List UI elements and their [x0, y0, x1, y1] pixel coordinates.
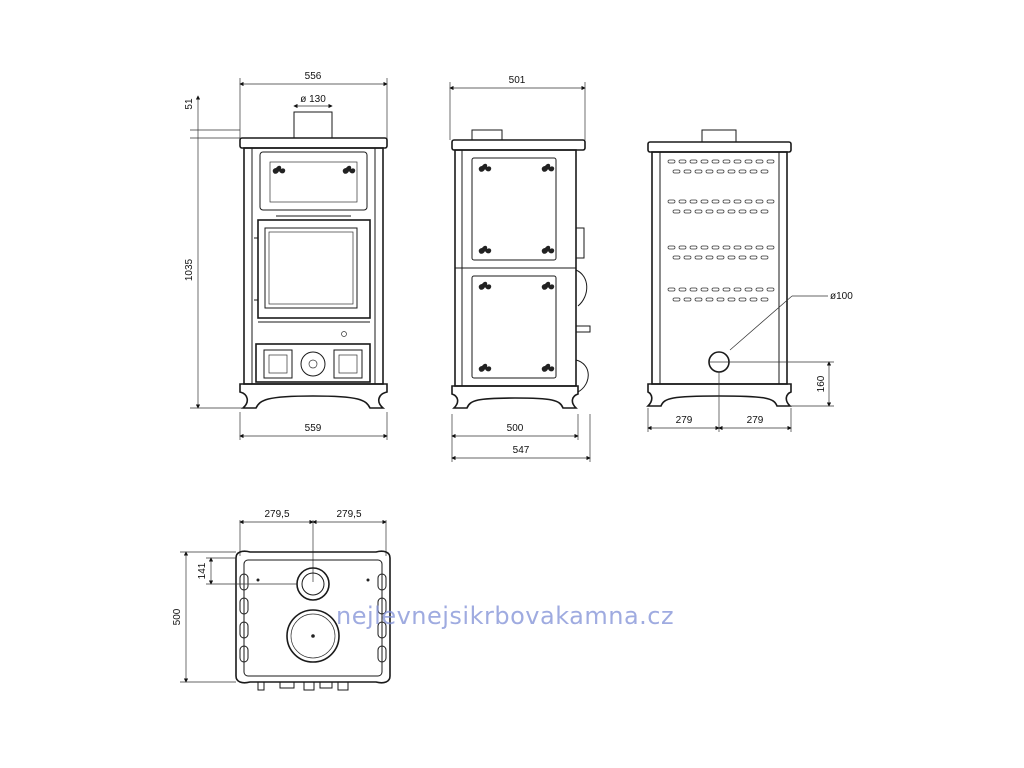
vent-slot: [766, 245, 775, 250]
vent-slot: [760, 297, 769, 302]
vent-slot: [716, 255, 725, 260]
vent-slot: [766, 159, 775, 164]
vent-slot: [755, 159, 764, 164]
vent-slot: [672, 209, 681, 214]
vent-slot: [738, 209, 747, 214]
vent-slot: [678, 199, 687, 204]
vent-slot: [760, 209, 769, 214]
vent-slot: [738, 297, 747, 302]
vent-slot: [711, 287, 720, 292]
front-view: 556 ø 130: [184, 71, 388, 440]
vent-slot: [667, 287, 676, 292]
back-left-offset: 279: [676, 415, 693, 426]
vent-slot: [766, 287, 775, 292]
vent-slot: [744, 159, 753, 164]
vent-slot: [755, 287, 764, 292]
vent-slot: [722, 287, 731, 292]
back-inlet-height: 160: [816, 375, 827, 392]
vent-slot: [683, 297, 692, 302]
top-right-offset: 279,5: [336, 509, 361, 520]
vent-slot: [678, 159, 687, 164]
vent-slot: [672, 297, 681, 302]
back-air-inlet-diameter: ø100: [830, 291, 853, 302]
vent-slot: [727, 255, 736, 260]
vent-slot: [700, 287, 709, 292]
vent-slot: [683, 255, 692, 260]
top-left-offset: 279,5: [264, 509, 289, 520]
vent-slot: [683, 209, 692, 214]
vent-slots: [667, 159, 775, 302]
vent-slot: [766, 199, 775, 204]
vent-slot: [694, 255, 703, 260]
top-flue-offset: 141: [197, 562, 208, 579]
vent-slot: [689, 199, 698, 204]
vent-slot: [744, 245, 753, 250]
vent-slot: [705, 297, 714, 302]
back-view: ø100 160 279 279: [646, 129, 853, 432]
vent-slot: [733, 159, 742, 164]
front-flue-diameter: ø 130: [300, 94, 326, 105]
vent-slot: [749, 297, 758, 302]
vent-slot: [667, 199, 676, 204]
vent-slot: [733, 287, 742, 292]
vent-slot: [716, 169, 725, 174]
front-total-height: 1035: [184, 258, 195, 281]
vent-slot: [678, 287, 687, 292]
vent-slot: [716, 209, 725, 214]
vent-slot: [738, 255, 747, 260]
vent-slot: [689, 287, 698, 292]
vent-slot: [749, 209, 758, 214]
vent-slot: [727, 169, 736, 174]
vent-slot: [727, 209, 736, 214]
front-width-bottom: 559: [305, 423, 322, 434]
side-depth-total: 547: [513, 445, 530, 456]
vent-slot: [727, 297, 736, 302]
vent-slot: [755, 199, 764, 204]
vent-slot: [760, 169, 769, 174]
side-depth-body: 500: [507, 423, 524, 434]
vent-slot: [694, 297, 703, 302]
top-view: 279,5 279,5: [172, 509, 391, 691]
side-view: 501 500 547: [449, 75, 591, 462]
vent-slot: [678, 245, 687, 250]
vent-slot: [716, 297, 725, 302]
vent-slot: [744, 287, 753, 292]
vent-slot: [760, 255, 769, 260]
vent-slot: [700, 245, 709, 250]
vent-slot: [705, 255, 714, 260]
vent-slot: [738, 169, 747, 174]
vent-slot: [711, 199, 720, 204]
vent-slot: [700, 159, 709, 164]
vent-slot: [722, 245, 731, 250]
vent-slot: [733, 245, 742, 250]
watermark-text: nejlevnejsikrbovakamna.cz: [336, 602, 674, 630]
side-depth-top: 501: [509, 75, 526, 86]
vent-slot: [749, 169, 758, 174]
vent-slot: [694, 209, 703, 214]
vent-slot: [700, 199, 709, 204]
vent-slot: [672, 169, 681, 174]
vent-slot: [683, 169, 692, 174]
vent-slot: [722, 159, 731, 164]
front-width-top: 556: [305, 71, 322, 82]
vent-slot: [694, 169, 703, 174]
vent-slot: [722, 199, 731, 204]
front-top-height: 51: [184, 98, 195, 110]
vent-slot: [755, 245, 764, 250]
vent-slot: [667, 159, 676, 164]
vent-slot: [672, 255, 681, 260]
vent-slot: [733, 199, 742, 204]
vent-slot: [744, 199, 753, 204]
vent-slot: [667, 245, 676, 250]
vent-slot: [705, 169, 714, 174]
vent-slot: [711, 245, 720, 250]
vent-slot: [711, 159, 720, 164]
vent-slot: [749, 255, 758, 260]
back-right-offset: 279: [747, 415, 764, 426]
vent-slot: [705, 209, 714, 214]
vent-slot: [689, 159, 698, 164]
top-depth: 500: [172, 608, 183, 625]
vent-slot: [689, 245, 698, 250]
